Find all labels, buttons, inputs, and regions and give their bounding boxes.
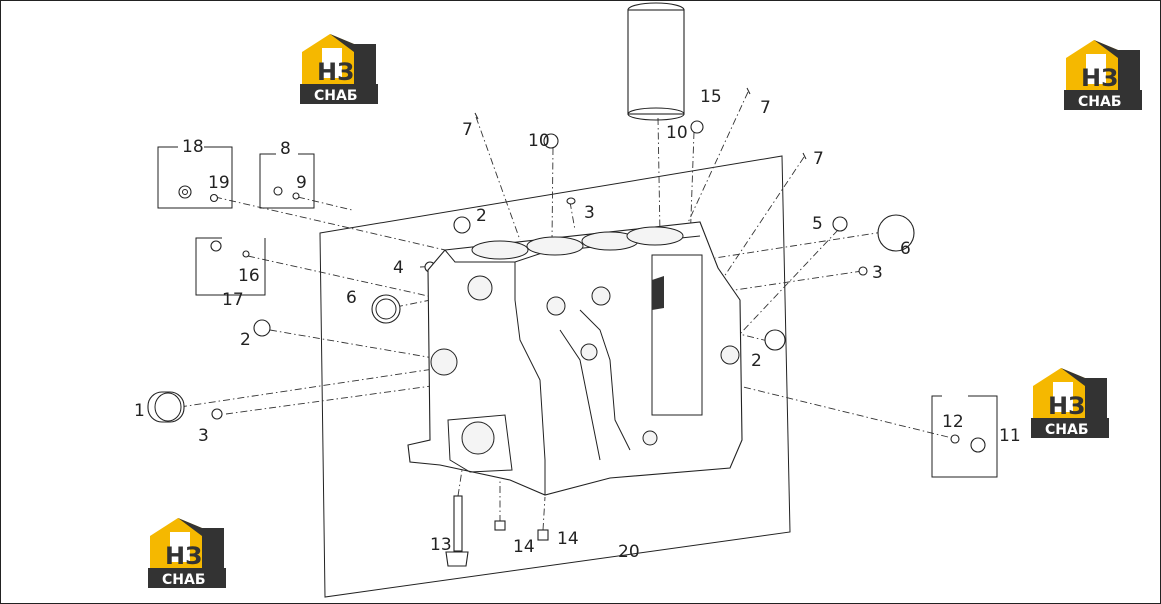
callout-7: 7 — [462, 120, 473, 140]
callout-7: 7 — [760, 98, 771, 118]
cylinder-liner — [627, 2, 685, 121]
engine-block — [407, 221, 743, 496]
watermark-logo: НЗ СНАБ — [1064, 40, 1142, 110]
callout-1: 1 — [134, 401, 145, 421]
callout-2: 2 — [751, 351, 762, 371]
callout-6: 6 — [346, 288, 357, 308]
callout-3: 3 — [584, 203, 595, 223]
svg-text:СНАБ: СНАБ — [314, 88, 358, 104]
svg-text:НЗ: НЗ — [1048, 392, 1085, 420]
watermark-logo: НЗ СНАБ — [148, 518, 226, 588]
callout-18: 18 — [182, 137, 204, 157]
callout-8: 8 — [280, 139, 291, 159]
callout-17: 17 — [222, 290, 244, 310]
svg-text:НЗ: НЗ — [1081, 64, 1118, 92]
callout-15: 15 — [700, 87, 722, 107]
leader-lines — [179, 91, 949, 531]
callout-10: 10 — [528, 131, 550, 151]
callout-19: 19 — [208, 173, 230, 193]
callout-2: 2 — [476, 206, 487, 226]
callout-4: 4 — [393, 258, 404, 278]
callout-9: 9 — [296, 173, 307, 193]
callout-10: 10 — [666, 123, 688, 143]
callout-6: 6 — [900, 239, 911, 259]
callout-13: 13 — [430, 535, 452, 555]
callout-2: 2 — [240, 330, 251, 350]
callout-11: 11 — [999, 426, 1021, 446]
svg-text:СНАБ: СНАБ — [1045, 422, 1089, 438]
callout-7: 7 — [813, 149, 824, 169]
callout-14: 14 — [557, 529, 579, 549]
assembly-plate-outline — [319, 155, 791, 598]
callout-5: 5 — [812, 214, 823, 234]
svg-text:СНАБ: СНАБ — [162, 572, 206, 588]
svg-text:НЗ: НЗ — [317, 58, 354, 86]
bracket-boxes — [157, 146, 998, 478]
callout-12: 12 — [942, 412, 964, 432]
callouts: 18 19 8 9 16 17 4 6 2 1 3 2 7 10 3 10 15… — [134, 87, 1021, 562]
callout-20: 20 — [618, 542, 640, 562]
callout-3: 3 — [872, 263, 883, 283]
callout-16: 16 — [238, 266, 260, 286]
svg-text:НЗ: НЗ — [165, 542, 202, 570]
svg-text:СНАБ: СНАБ — [1078, 94, 1122, 110]
watermark-logo: НЗ СНАБ — [300, 34, 378, 104]
hardware-parts — [147, 87, 986, 567]
callout-14: 14 — [513, 537, 535, 557]
watermark-logo: НЗ СНАБ — [1031, 368, 1109, 438]
callout-3: 3 — [198, 426, 209, 446]
